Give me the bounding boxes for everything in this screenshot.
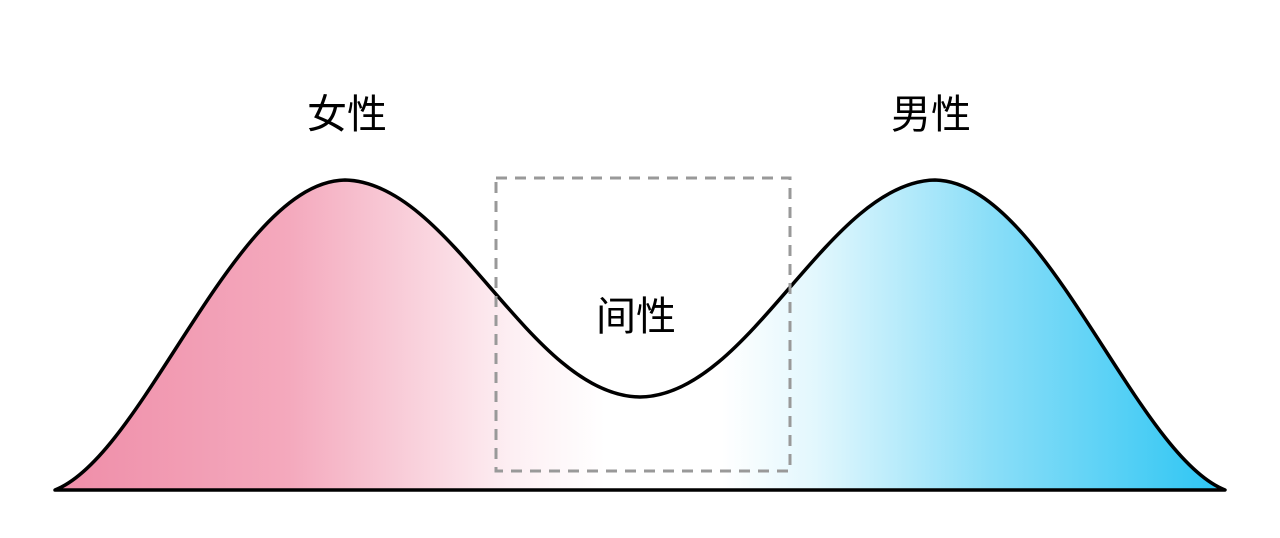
label-male: 男性 xyxy=(891,92,971,138)
label-female: 女性 xyxy=(307,92,387,138)
label-intersex: 间性 xyxy=(596,294,676,340)
intersex-region-dashed-box xyxy=(494,176,792,473)
bimodal-curve xyxy=(53,178,1227,492)
